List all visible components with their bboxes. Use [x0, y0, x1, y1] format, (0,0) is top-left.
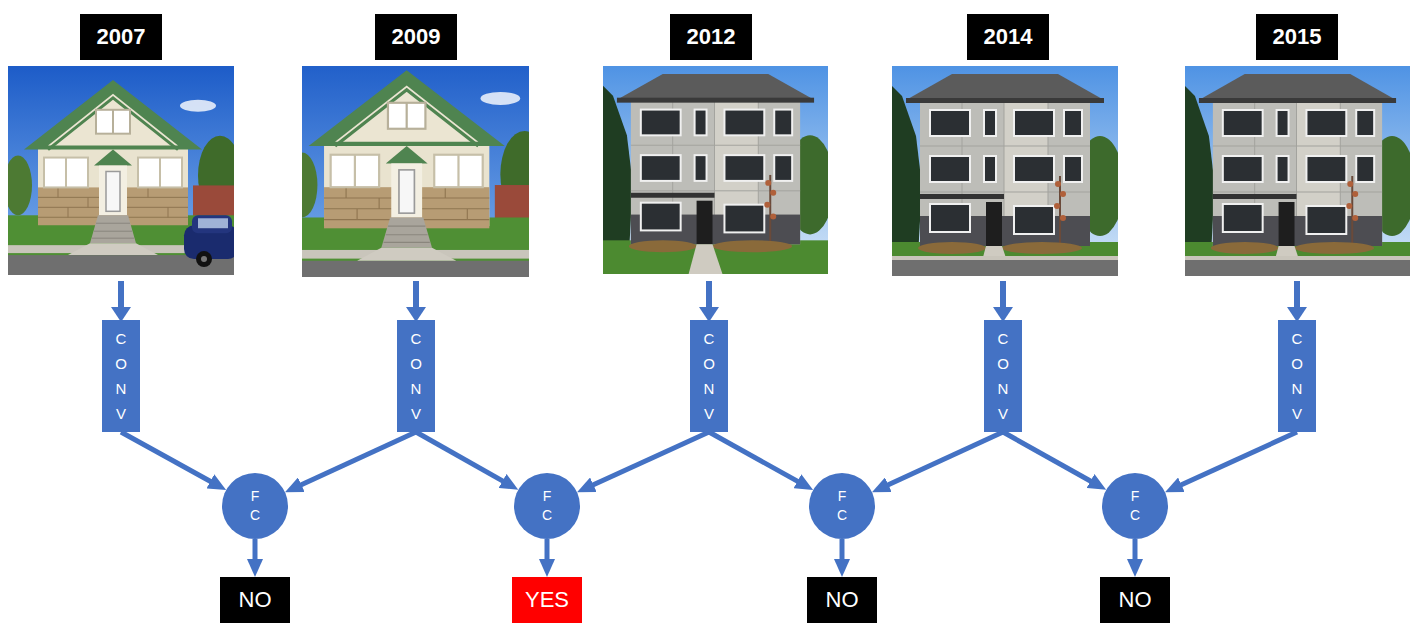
year-label: 2009: [375, 14, 457, 60]
house-photo: [1185, 66, 1414, 276]
output-text: NO: [826, 587, 859, 613]
house-photo: [892, 66, 1124, 276]
output-text: YES: [525, 587, 569, 613]
year-label: 2015: [1256, 14, 1338, 60]
layer-name: CONV: [702, 326, 717, 426]
layer-name: FC: [1128, 487, 1142, 525]
year-label: 2007: [80, 14, 162, 60]
conv-layer-box: CONV: [1278, 320, 1316, 432]
layer-name: FC: [248, 487, 262, 525]
input-arrow: [1294, 281, 1300, 308]
flow-arrow: [709, 432, 803, 484]
layer-name: CONV: [996, 326, 1011, 426]
flow-arrow: [1176, 432, 1297, 487]
year-text: 2007: [97, 24, 146, 50]
conv-layer-box: CONV: [102, 320, 140, 432]
flow-arrow: [121, 432, 216, 484]
conv-layer-box: CONV: [690, 320, 728, 432]
output-box: YES: [512, 577, 582, 623]
flow-arrow: [840, 539, 845, 565]
output-text: NO: [1119, 587, 1152, 613]
input-arrow: [1000, 281, 1006, 308]
layer-name: CONV: [114, 326, 129, 426]
output-box: NO: [1100, 577, 1170, 623]
layer-name: CONV: [1290, 326, 1305, 426]
fc-layer-circle: FC: [514, 473, 580, 539]
year-label: 2012: [670, 14, 752, 60]
circle-outline: [222, 473, 288, 539]
year-text: 2015: [1273, 24, 1322, 50]
flow-arrow: [416, 432, 508, 484]
fc-layer-circle: FC: [809, 473, 875, 539]
house-photo: [603, 66, 834, 274]
year-label: 2014: [967, 14, 1049, 60]
circle-outline: [1102, 473, 1168, 539]
output-text: NO: [239, 587, 272, 613]
output-box: NO: [807, 577, 877, 623]
output-box: NO: [220, 577, 290, 623]
fc-layer-circle: FC: [222, 473, 288, 539]
conv-layer-box: CONV: [984, 320, 1022, 432]
conv-layer-box: CONV: [397, 320, 435, 432]
house-photo: [4, 66, 242, 275]
layer-name: CONV: [409, 326, 424, 426]
flow-arrow: [1003, 432, 1096, 484]
year-text: 2014: [984, 24, 1033, 50]
flow-arrow: [253, 539, 258, 565]
layer-name: FC: [540, 487, 554, 525]
circle-outline: [809, 473, 875, 539]
input-arrow: [706, 281, 712, 308]
flow-arrow: [296, 432, 416, 487]
year-text: 2012: [687, 24, 736, 50]
input-arrow: [413, 281, 419, 308]
layer-name: FC: [835, 487, 849, 525]
flow-arrow: [588, 432, 709, 487]
year-text: 2009: [392, 24, 441, 50]
flow-arrow: [883, 432, 1003, 487]
circle-outline: [514, 473, 580, 539]
fc-layer-circle: FC: [1102, 473, 1168, 539]
flow-arrow: [545, 539, 550, 565]
input-arrow: [118, 281, 124, 308]
flow-arrow: [1133, 539, 1138, 565]
house-photo: [287, 55, 549, 282]
